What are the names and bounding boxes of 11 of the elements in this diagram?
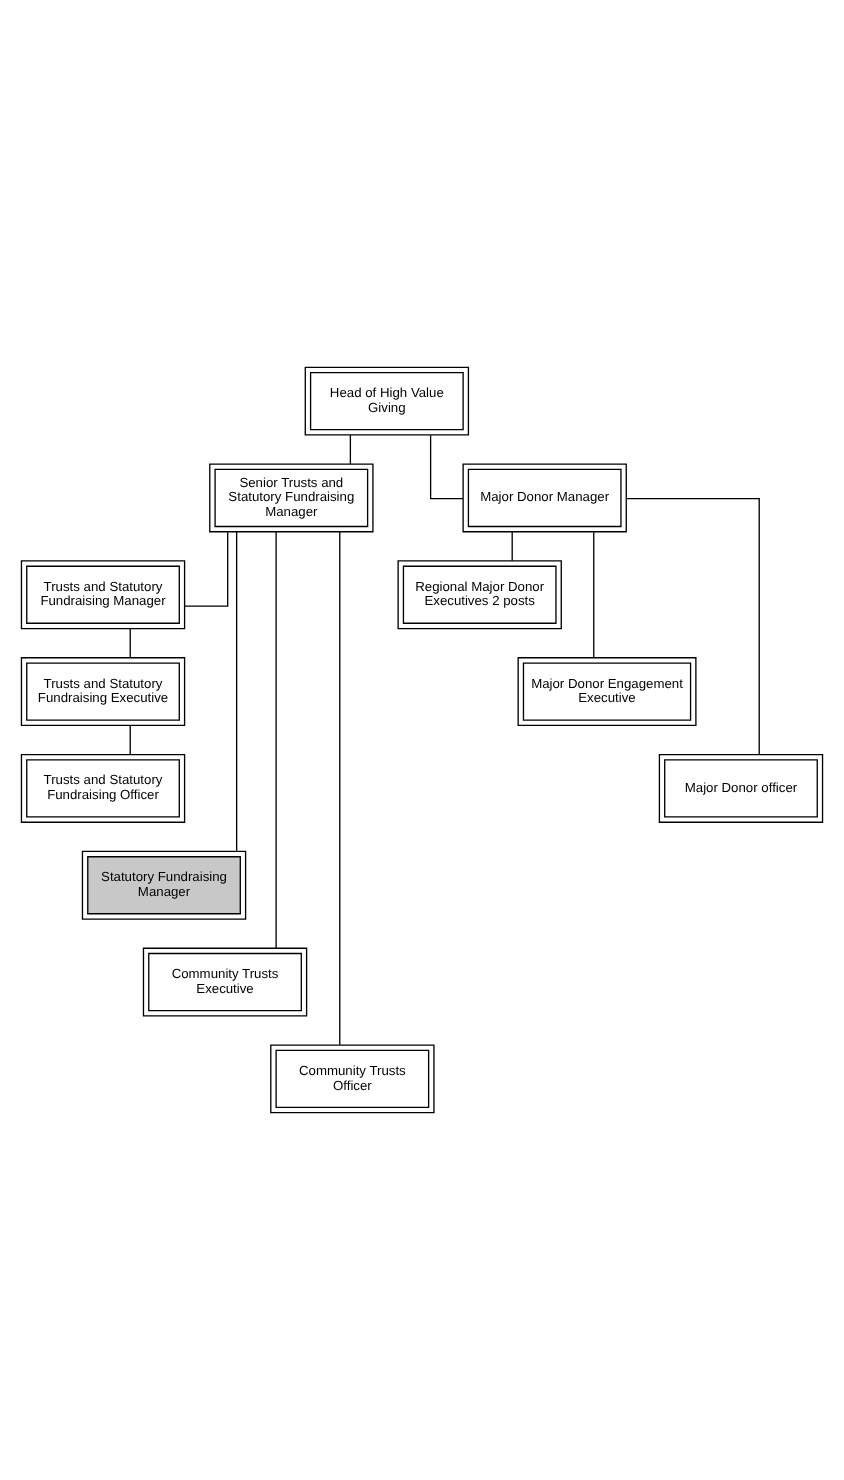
connector <box>275 531 277 949</box>
connector <box>184 531 229 607</box>
connector <box>129 627 131 659</box>
connector <box>349 434 352 465</box>
connector <box>429 434 464 500</box>
connector <box>593 531 595 659</box>
connector <box>236 531 238 852</box>
connector <box>511 531 513 562</box>
connector <box>339 531 341 1046</box>
connector <box>129 724 131 756</box>
connector <box>625 497 760 755</box>
